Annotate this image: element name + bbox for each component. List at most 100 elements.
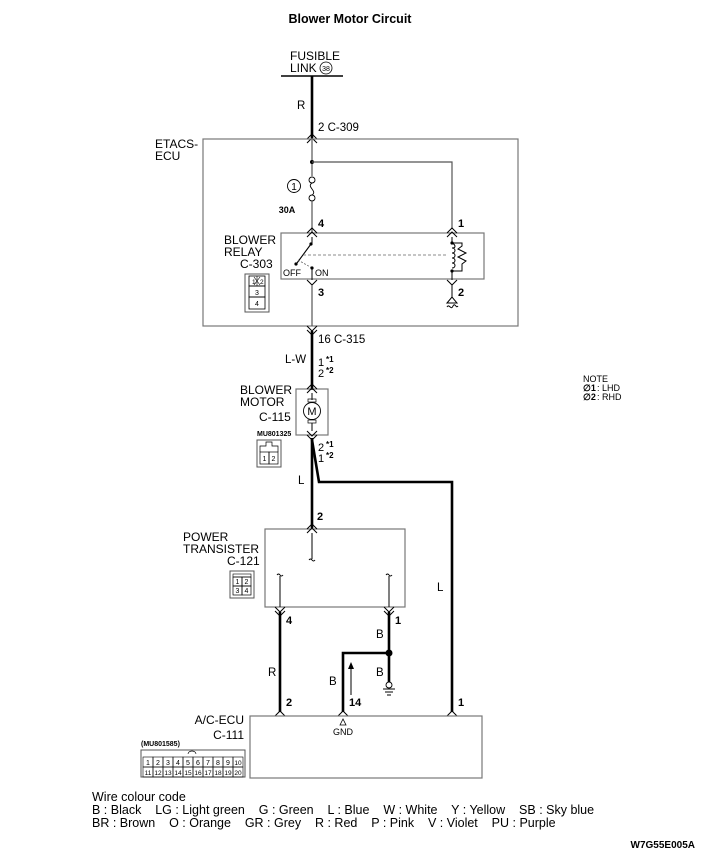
motor-symbol: M <box>307 406 316 418</box>
relay-switch-on-label: ON <box>315 268 329 278</box>
connector-arrow <box>306 227 318 238</box>
blower-relay-connector: C-303 <box>240 257 273 271</box>
blower-motor-label-2: MOTOR <box>240 395 285 409</box>
acecu-face-pin: 5 <box>186 760 190 767</box>
current-direction-arrow <box>348 662 354 695</box>
wire-color-label-r-bottom: R <box>268 667 276 679</box>
fuse-number: 1 <box>291 182 297 193</box>
connector-arrow <box>306 383 318 394</box>
etacs-ecu-box <box>202 138 519 327</box>
fusible-link-number-badge: 38 <box>319 61 333 75</box>
acecu-face-pin: 10 <box>234 760 242 767</box>
fusible-link-label-2: LINK <box>290 61 317 75</box>
motor-face-pin-2: 2 <box>272 456 276 463</box>
acecu-face-pin: 19 <box>224 770 232 777</box>
wire-color-label-lw: L-W <box>285 354 306 366</box>
fuse-rating: 30A <box>279 205 296 215</box>
diagram-title: Blower Motor Circuit <box>289 12 413 26</box>
figure-code: W7G55E005A <box>630 840 695 851</box>
relay-switch-icon <box>294 237 448 280</box>
relay-coil-icon <box>450 237 468 280</box>
note-heading: NOTE <box>583 374 608 384</box>
relay-pin-4: 4 <box>318 218 325 230</box>
acecu-face-pin: 16 <box>194 770 202 777</box>
motor-top-note-1: *1 <box>326 355 334 364</box>
motor-top-pin-a: 1 <box>318 357 324 369</box>
connector-arrow <box>306 279 318 286</box>
transistor-pin-2: 2 <box>317 511 323 523</box>
relay-pin-3: 3 <box>318 287 324 299</box>
acecu-gnd-label: GND <box>333 727 354 737</box>
acecu-pin-2: 2 <box>286 697 292 709</box>
motor-bottom-pin-a: 2 <box>318 442 324 454</box>
wire-color-label-b-1: B <box>376 629 384 641</box>
relay-face-pin-4: 4 <box>255 301 259 308</box>
transistor-face-pin-4: 4 <box>245 588 249 595</box>
wire-color-label-l-left: L <box>298 475 305 487</box>
ac-ecu-label: A/C-ECU <box>195 713 244 727</box>
acecu-face-pin: 14 <box>174 770 182 777</box>
blower-relay-label-1: BLOWER <box>224 233 276 247</box>
acecu-pin-14: 14 <box>349 697 362 709</box>
power-transistor-label-1: POWER <box>183 530 229 544</box>
etacs-internal-branch <box>312 161 453 229</box>
wire-color-label-r-top: R <box>297 100 305 112</box>
wire-break-icon <box>276 573 284 577</box>
acecu-face-pin: 12 <box>154 770 162 777</box>
note-item-2-mark: ∅2 <box>583 392 596 402</box>
wire-motor-to-acecu <box>310 439 454 712</box>
power-transistor-label-2: TRANSISTER <box>183 542 259 556</box>
wire-acecu-gnd <box>341 651 389 712</box>
etacs-output-connector: 16 C-315 <box>318 334 365 346</box>
relay-switch-off-label: OFF <box>283 268 301 278</box>
acecu-face-pin: 9 <box>226 760 230 767</box>
note-item-1-text: : LHD <box>597 383 621 393</box>
motor-bottom-note-1: *1 <box>326 440 334 449</box>
relay-pin-1: 1 <box>458 218 464 230</box>
connector-arrow <box>306 133 318 144</box>
acecu-face-pin: 18 <box>214 770 222 777</box>
ac-ecu-box <box>249 715 483 779</box>
ac-ecu-part-number: (MU801585) <box>141 741 180 748</box>
relay-face-pin-3: 3 <box>255 290 259 297</box>
power-transistor-connector: C-121 <box>227 554 260 568</box>
note-item-2-text: : RHD <box>597 392 622 402</box>
wire-break-icon <box>385 573 393 577</box>
wire-color-label-l-right: L <box>437 582 444 594</box>
acecu-face-pin: 20 <box>234 770 242 777</box>
motor-top-note-2: *2 <box>326 366 334 375</box>
legend-heading: Wire colour code <box>92 790 186 804</box>
motor-connector-face: 1 2 <box>256 439 282 468</box>
wire-colour-legend: Wire colour code B : Black LG : Light gr… <box>92 791 594 830</box>
ac-ecu-connector: C-111 <box>213 728 244 742</box>
legend-row-2: BR : Brown O : Orange GR : Grey R : Red … <box>92 816 556 830</box>
legend-row-1: B : Black LG : Light green G : Green L :… <box>92 803 595 817</box>
etacs-ecu-label-1: ETACS- <box>155 137 198 151</box>
fusible-link-label-1: FUSIBLE <box>290 49 340 63</box>
blower-motor-connector: C-115 <box>259 410 291 424</box>
connector-arrow <box>446 227 458 238</box>
acecu-face-pin: 13 <box>164 770 172 777</box>
motor-bottom-note-2: *2 <box>326 451 334 460</box>
acecu-face-pin: 1 <box>146 760 150 767</box>
connector-arrow <box>446 710 458 717</box>
wire-color-label-b-3: B <box>329 676 337 688</box>
relay-face-pin-2: 2 <box>260 279 264 286</box>
acecu-face-pin: 3 <box>166 760 170 767</box>
acecu-face-pin: 7 <box>206 760 210 767</box>
transistor-face-pin-3: 3 <box>236 588 240 595</box>
acecu-face-pin: 8 <box>216 760 220 767</box>
relay-face-pin-1: 1 <box>252 279 256 286</box>
blower-motor-part-number: MU801325 <box>257 431 291 438</box>
etacs-input-connector: 2 C-309 <box>318 122 359 134</box>
fusible-link-number: 38 <box>322 66 330 73</box>
motor-bottom-pin-b: 1 <box>318 453 324 465</box>
relay-connector-face: 1 2 3 4 <box>244 273 270 313</box>
transistor-pin-4: 4 <box>286 615 293 627</box>
connector-arrow <box>337 710 349 717</box>
transistor-pin-1: 1 <box>395 615 401 627</box>
motor-icon <box>303 393 321 431</box>
note-item-1-mark: ∅1 <box>583 383 596 393</box>
